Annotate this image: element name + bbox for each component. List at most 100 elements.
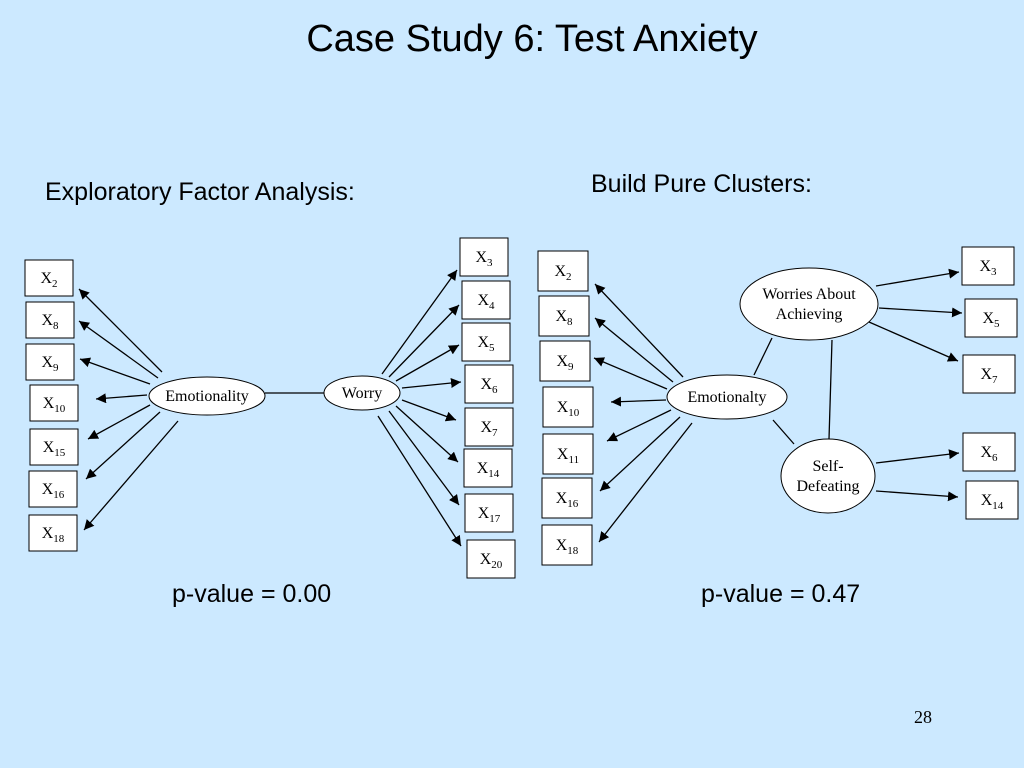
- bpc-emotionality-x10-edge: [610, 396, 667, 407]
- efa-x16-box-border: [28, 470, 78, 508]
- efa-worry-x3-edge: [381, 269, 458, 375]
- efa-emotionality-x16-edge: [85, 411, 161, 480]
- bpc-x6-box: X6: [962, 432, 1016, 472]
- bpc-x18-box-border: [541, 524, 593, 566]
- bpc-worries-node-outline: [739, 267, 879, 341]
- slide-title: Case Study 6: Test Anxiety: [306, 18, 758, 60]
- bpc-x8-box-label: X8: [555, 308, 573, 328]
- bpc-emotionality-self-defeating-edge: [772, 419, 795, 445]
- bpc-x3-box: X3: [961, 246, 1015, 286]
- page-number: 28: [914, 707, 932, 727]
- efa-x20-box-label: X20: [480, 551, 503, 571]
- efa-worry-x4-edge: [388, 304, 460, 378]
- bpc-x5-box-border: [964, 298, 1018, 338]
- bpc-x3-box-label: X3: [979, 258, 997, 278]
- efa-heading: Exploratory Factor Analysis:: [45, 178, 355, 206]
- efa-worry-x14-edge: [395, 405, 459, 463]
- efa-x14-box-border: [463, 448, 513, 488]
- bpc-x6-box-label: X6: [980, 444, 998, 464]
- bpc-x3-box-border: [961, 246, 1015, 286]
- bpc-x7-box: X7: [962, 354, 1016, 394]
- efa-x9-box: X9: [25, 343, 75, 381]
- efa-emotionality-x10-edge: [95, 393, 148, 404]
- efa-worry-node-outline: [323, 375, 401, 411]
- bpc-x14-box-border: [965, 480, 1019, 520]
- bpc-worries-x3-edge: [875, 268, 960, 287]
- efa-worry-x5-edge: [395, 344, 460, 382]
- efa-x5-box-border: [461, 322, 511, 362]
- efa-x15-box-label: X15: [43, 439, 66, 459]
- bpc-x16-box: X16: [541, 477, 593, 519]
- bpc-x18-box: X18: [541, 524, 593, 566]
- bpc-worries-self-defeating-edge: [828, 339, 833, 440]
- efa-x6-box-border: [464, 364, 514, 404]
- efa-x9-box-label: X9: [41, 354, 59, 374]
- bpc-self-defeating-node-outline: [780, 438, 876, 514]
- bpc-emotionality-node-label: Emotionalty: [687, 389, 766, 406]
- efa-x6-box-label: X6: [480, 376, 498, 396]
- efa-x8-box-border: [25, 301, 75, 339]
- efa-x16-box: X16: [28, 470, 78, 508]
- efa-x8-box: X8: [25, 301, 75, 339]
- efa-x20-box: X20: [466, 539, 516, 579]
- efa-emotionality-node: Emotionality: [148, 376, 266, 416]
- bpc-self-defeating-x6-edge: [875, 449, 960, 464]
- efa-emotionality-x15-edge: [87, 404, 151, 440]
- efa-x15-box-border: [29, 428, 79, 466]
- efa-x5-box: X5: [461, 322, 511, 362]
- bpc-emotionality-x8-edge: [594, 317, 674, 383]
- efa-x4-box: X4: [461, 280, 511, 320]
- bpc-emotionality-node-outline: [666, 374, 788, 420]
- efa-worry-x20-edge: [377, 415, 462, 547]
- efa-x6-box: X6: [464, 364, 514, 404]
- bpc-self-defeating-node-label: Self-: [812, 458, 843, 475]
- bpc-worries-x7-edge: [868, 321, 959, 362]
- efa-x16-box-label: X16: [42, 481, 65, 501]
- efa-x3-box-border: [459, 237, 509, 277]
- efa-x18-box-border: [28, 514, 78, 552]
- bpc-x9-box-border: [539, 340, 591, 382]
- bpc-x5-box: X5: [964, 298, 1018, 338]
- bpc-x11-box-label: X11: [557, 446, 579, 466]
- bpc-emotionality-x18-edge: [598, 422, 693, 543]
- bpc-x7-box-label: X7: [980, 366, 998, 386]
- efa-x15-box: X15: [29, 428, 79, 466]
- efa-x10-box-label: X10: [43, 395, 66, 415]
- efa-x9-box-border: [25, 343, 75, 381]
- efa-x20-box-border: [466, 539, 516, 579]
- efa-x10-box: X10: [29, 384, 79, 422]
- efa-x4-box-border: [461, 280, 511, 320]
- efa-x14-box: X14: [463, 448, 513, 488]
- efa-emotionality-x9-edge: [79, 357, 151, 385]
- efa-x17-box-label: X17: [478, 505, 501, 525]
- efa-x3-box-label: X3: [475, 249, 493, 269]
- efa-worry-x6-edge: [401, 378, 462, 389]
- bpc-x7-box-border: [962, 354, 1016, 394]
- bpc-emotionality-x2-edge: [594, 283, 684, 378]
- efa-x7-box-border: [464, 407, 514, 447]
- bpc-x14-box: X14: [965, 480, 1019, 520]
- bpc-x9-box: X9: [539, 340, 591, 382]
- pure-clusters-heading: Build Pure Clusters:: [591, 170, 812, 198]
- bpc-x14-box-label: X14: [981, 492, 1004, 512]
- bpc-self-defeating-node-label: Defeating: [796, 478, 859, 495]
- efa-x3-box: X3: [459, 237, 509, 277]
- efa-x4-box-label: X4: [477, 292, 495, 312]
- efa-worry-x7-edge: [401, 399, 457, 422]
- efa-x14-box-label: X14: [477, 460, 500, 480]
- bpc-x16-box-border: [541, 477, 593, 519]
- bpc-x10-box: X10: [542, 386, 594, 428]
- bpc-worries-node-label: Worries About: [762, 286, 856, 303]
- efa-p-value: p-value = 0.00: [172, 580, 332, 608]
- efa-x2-box: X2: [24, 259, 74, 297]
- bpc-emotionality-node: Emotionalty: [666, 374, 788, 420]
- bpc-x2-box: X2: [537, 250, 589, 292]
- efa-worry-node-label: Worry: [342, 385, 382, 402]
- efa-x10-box-border: [29, 384, 79, 422]
- bpc-x16-box-label: X16: [556, 490, 579, 510]
- efa-worry-x17-edge: [388, 410, 460, 506]
- bpc-x8-box: X8: [538, 295, 590, 337]
- bpc-x10-box-label: X10: [557, 399, 580, 419]
